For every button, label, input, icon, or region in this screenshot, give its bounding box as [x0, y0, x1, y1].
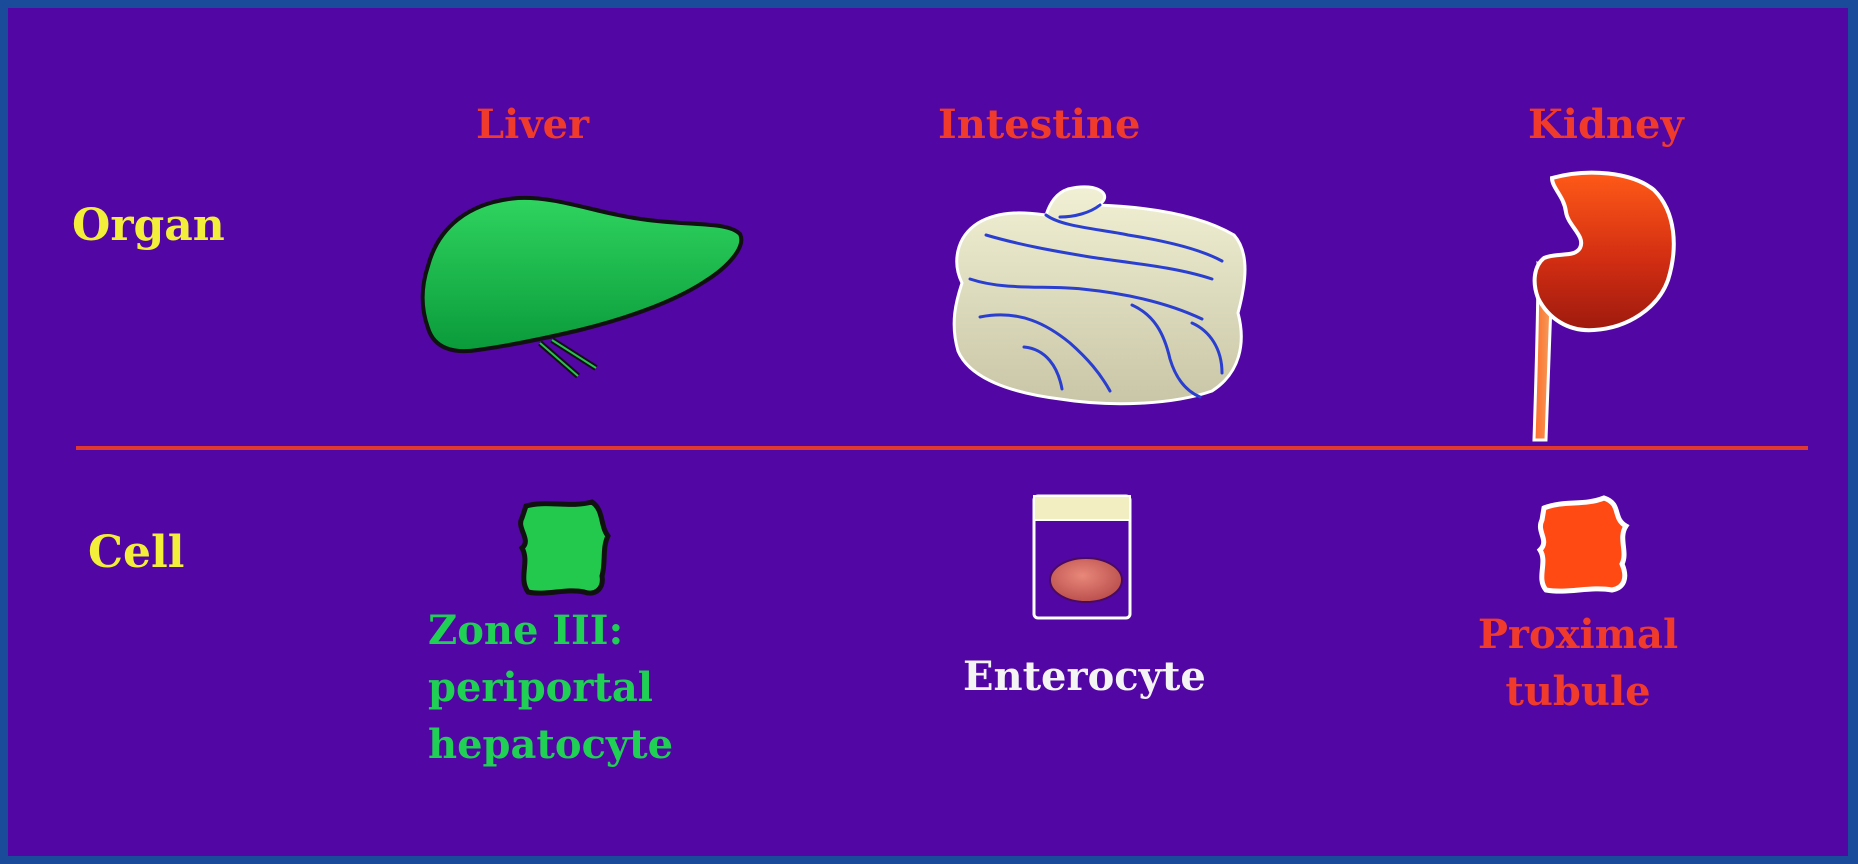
caption-kidney-line-1: Proximal: [1460, 606, 1696, 663]
organ-cell-divider: [76, 446, 1808, 450]
caption-liver-line-2: periportal: [428, 659, 673, 716]
caption-liver-line-3: hepatocyte: [428, 716, 673, 773]
organ-title-kidney: Kidney: [1528, 105, 1684, 145]
caption-kidney-cell: Proximal tubule: [1460, 606, 1696, 720]
enterocyte-icon: [1028, 488, 1138, 623]
caption-liver-line-1: Zone III:: [428, 602, 673, 659]
row-label-organ: Organ: [72, 204, 225, 248]
organ-title-intestine: Intestine: [938, 105, 1140, 145]
hepatocyte-icon: [508, 496, 618, 602]
liver-icon: [408, 188, 748, 388]
kidney-icon: [1508, 168, 1708, 448]
proximal-tubule-cell-icon: [1524, 492, 1644, 602]
intestine-icon: [950, 183, 1250, 408]
row-label-cell: Cell: [88, 531, 184, 575]
caption-intestine-cell: Enterocyte: [963, 648, 1206, 705]
caption-liver-cell: Zone III: periportal hepatocyte: [428, 602, 673, 773]
organ-title-liver: Liver: [476, 105, 589, 145]
caption-intestine-line-1: Enterocyte: [963, 648, 1206, 705]
caption-kidney-line-2: tubule: [1460, 663, 1696, 720]
